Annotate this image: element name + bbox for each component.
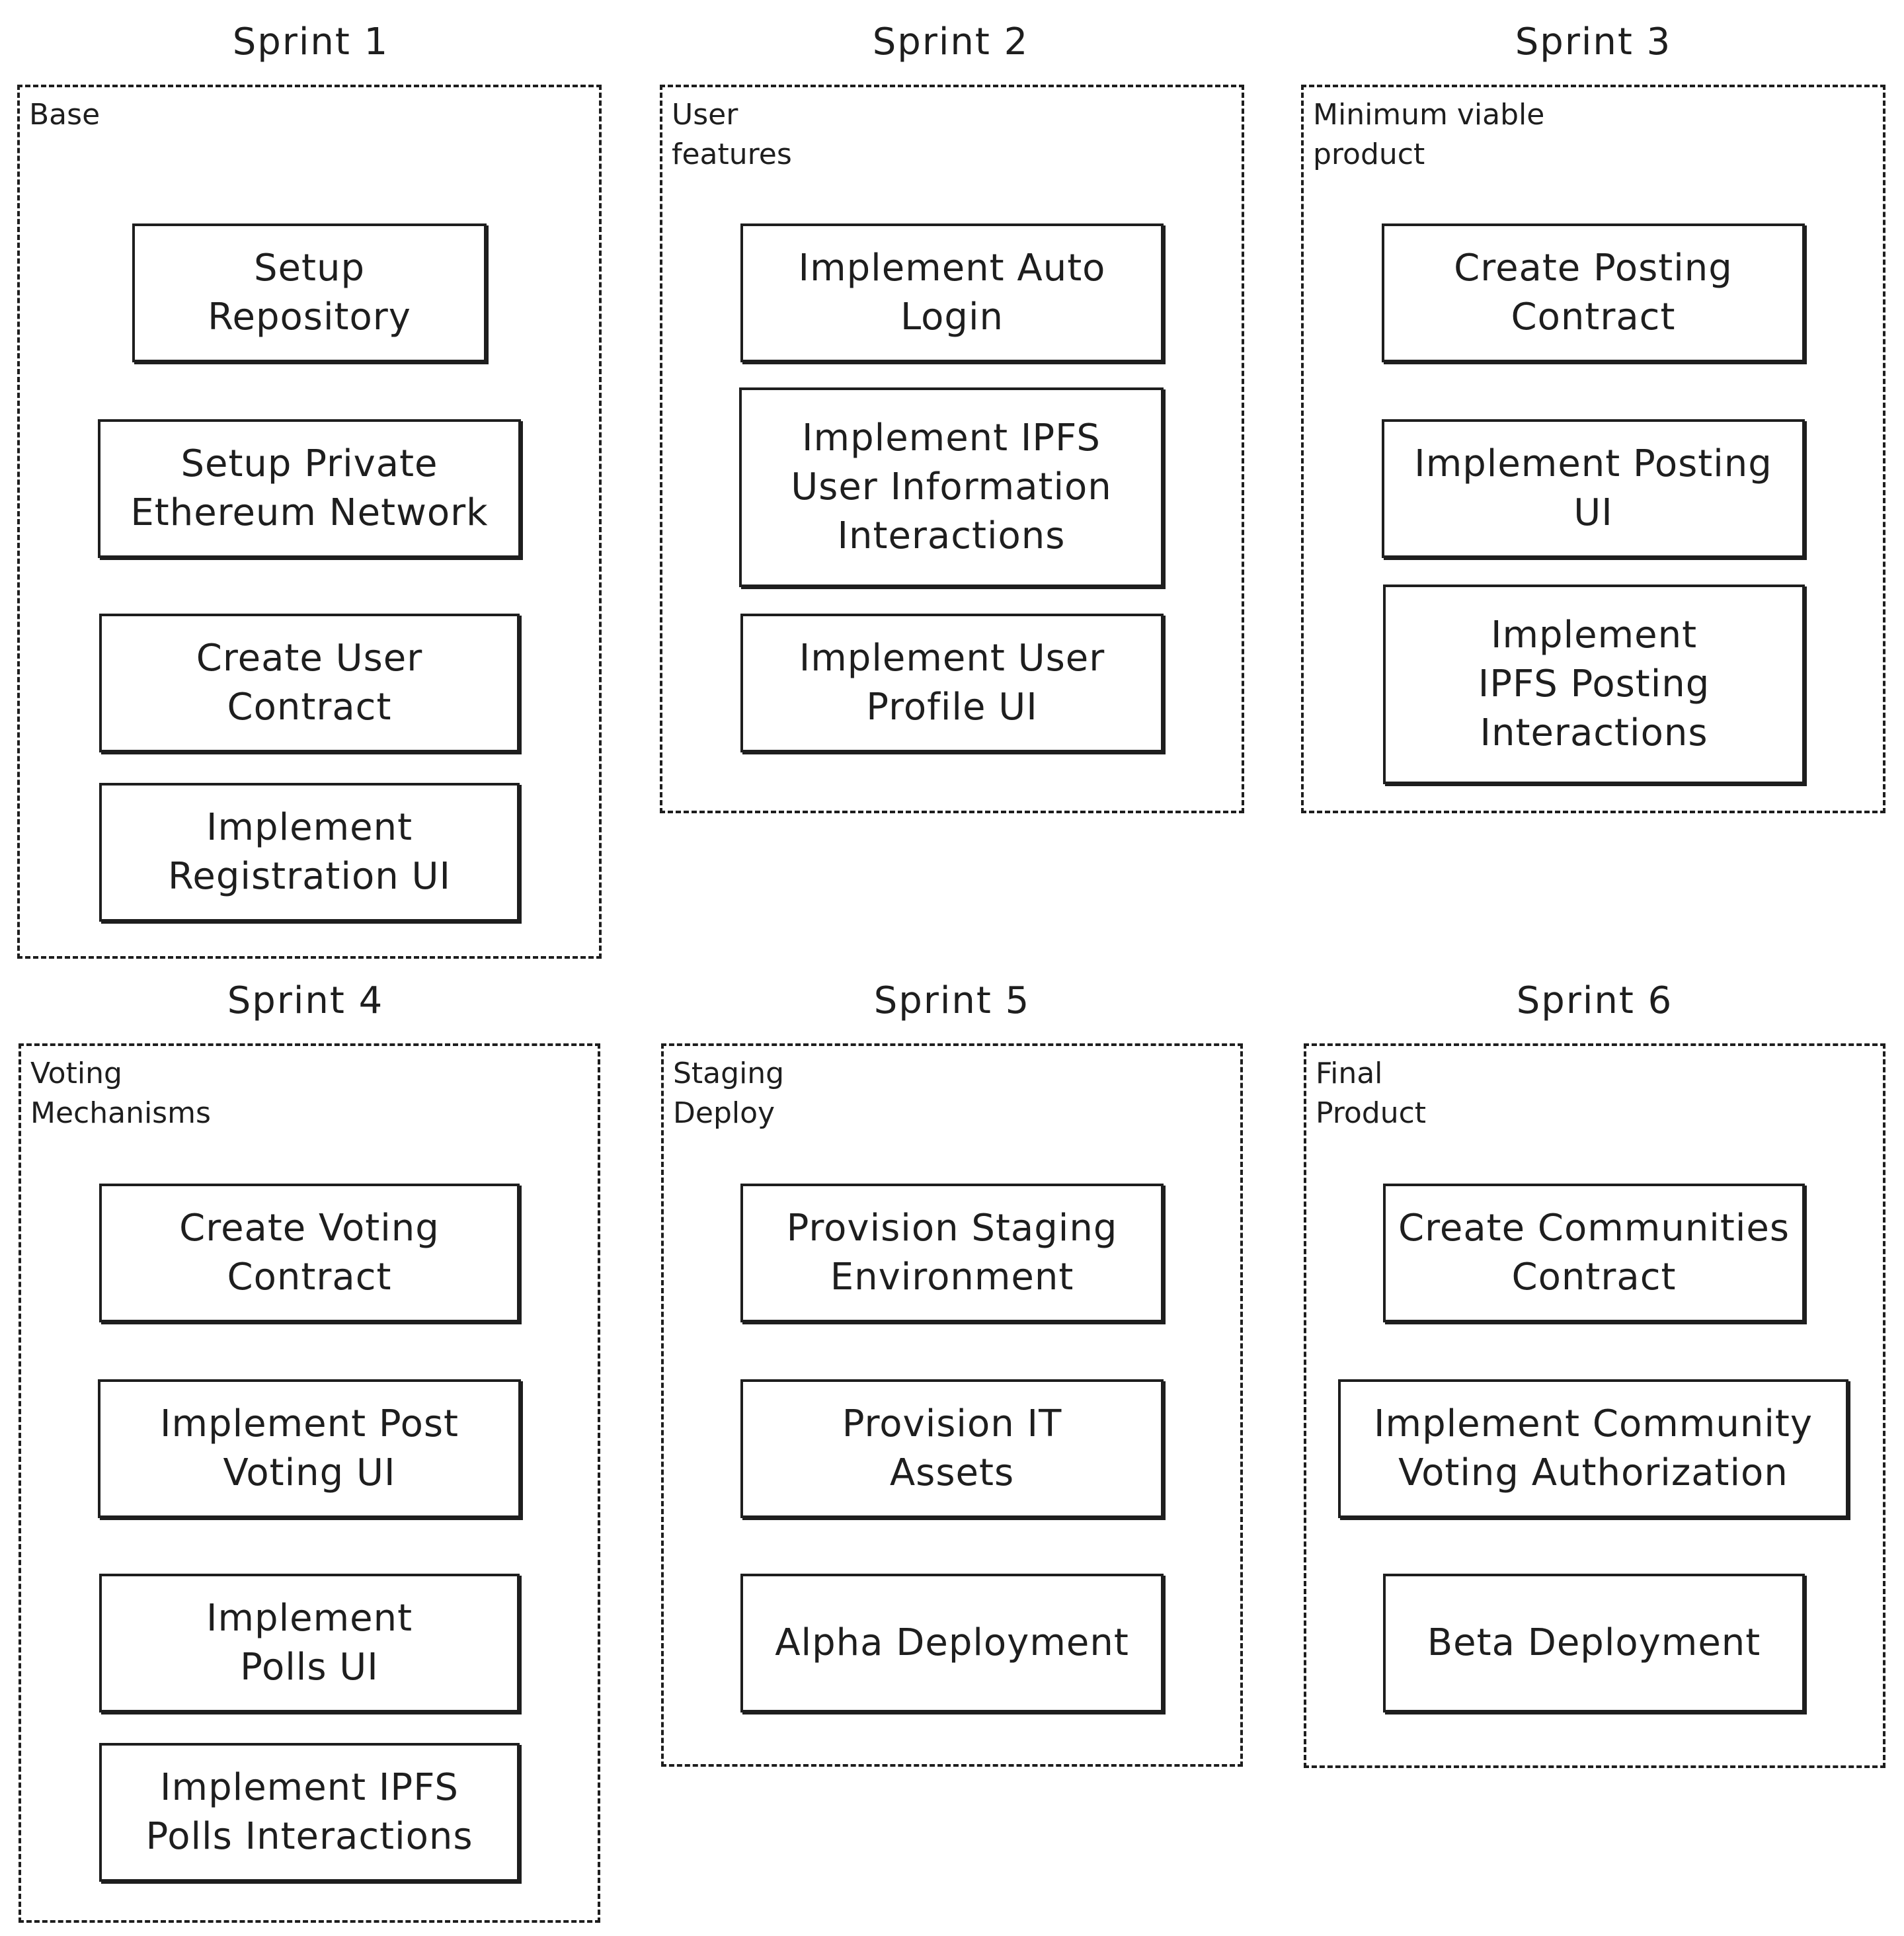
- task-implement-ipfs-user-information-interactions[interactable]: Implement IPFS User Information Interact…: [739, 387, 1164, 587]
- sprint-5-title: Sprint 5: [873, 979, 1031, 1022]
- task-create-voting-contract[interactable]: Create Voting Contract: [99, 1184, 520, 1322]
- task-label: Alpha Deployment: [775, 1621, 1129, 1664]
- sprint-2-label: User features: [672, 98, 792, 171]
- task-setup-private-ethereum-network[interactable]: Setup Private Ethereum Network: [98, 419, 521, 558]
- sprint-3-title: Sprint 3: [1515, 20, 1672, 63]
- sprint-2-frame[interactable]: User features: [660, 85, 1244, 813]
- sprint-4-title: Sprint 4: [227, 979, 384, 1022]
- task-implement-registration-ui[interactable]: Implement Registration UI: [99, 783, 520, 922]
- task-implement-user-profile-ui[interactable]: Implement User Profile UI: [740, 614, 1164, 752]
- task-label: Implement Auto Login: [798, 247, 1106, 339]
- task-alpha-deployment[interactable]: Alpha Deployment: [740, 1574, 1164, 1713]
- task-implement-ipfs-posting-interactions[interactable]: Implement IPFS Posting Interactions: [1383, 585, 1805, 784]
- sprint-5-label: Staging Deploy: [673, 1057, 785, 1130]
- sprint-1-frame[interactable]: Base: [17, 85, 602, 959]
- task-label: Create Posting Contract: [1454, 247, 1733, 339]
- sprint-5-frame[interactable]: Staging Deploy: [661, 1043, 1243, 1767]
- sprint-6-frame[interactable]: Final Product: [1304, 1043, 1885, 1768]
- task-create-user-contract[interactable]: Create User Contract: [99, 614, 520, 752]
- sprint-1-label: Base: [29, 98, 100, 132]
- sprint-6-label: Final Product: [1316, 1057, 1427, 1130]
- task-implement-polls-ui[interactable]: Implement Polls UI: [99, 1574, 520, 1713]
- task-implement-auto-login[interactable]: Implement Auto Login: [740, 223, 1164, 362]
- task-label: Implement IPFS Polls Interactions: [145, 1766, 473, 1858]
- task-implement-community-voting-authorization[interactable]: Implement Community Voting Authorization: [1338, 1379, 1848, 1518]
- task-label: Implement Registration UI: [168, 806, 451, 898]
- task-label: Implement Polls UI: [206, 1597, 413, 1689]
- task-label: Setup Private Ethereum Network: [130, 442, 489, 534]
- task-label: Create Communities Contract: [1398, 1207, 1790, 1299]
- task-implement-posting-ui[interactable]: Implement Posting UI: [1382, 419, 1805, 558]
- task-label: Provision IT Assets: [842, 1402, 1062, 1494]
- task-create-communities-contract[interactable]: Create Communities Contract: [1383, 1184, 1805, 1322]
- task-label: Beta Deployment: [1427, 1621, 1761, 1664]
- task-label: Implement User Profile UI: [799, 637, 1105, 729]
- sprint-4-frame[interactable]: Voting Mechanisms: [19, 1043, 600, 1923]
- sprint-4-label: Voting Mechanisms: [30, 1057, 211, 1130]
- task-setup-repository[interactable]: Setup Repository: [132, 223, 487, 362]
- task-label: Create User Contract: [196, 637, 423, 729]
- task-implement-post-voting-ui[interactable]: Implement Post Voting UI: [98, 1379, 521, 1518]
- task-provision-staging-environment[interactable]: Provision Staging Environment: [740, 1184, 1164, 1322]
- sprint-2-title: Sprint 2: [872, 20, 1029, 63]
- sprint-3-label: Minimum viable product: [1313, 98, 1545, 171]
- task-label: Implement Post Voting UI: [159, 1402, 459, 1494]
- task-label: Implement Community Voting Authorization: [1374, 1402, 1813, 1494]
- task-provision-it-assets[interactable]: Provision IT Assets: [740, 1379, 1164, 1518]
- task-create-posting-contract[interactable]: Create Posting Contract: [1382, 223, 1805, 362]
- task-label: Implement IPFS User Information Interact…: [791, 417, 1112, 557]
- task-label: Create Voting Contract: [179, 1207, 440, 1299]
- task-label: Setup Repository: [208, 247, 411, 339]
- task-label: Provision Staging Environment: [786, 1207, 1118, 1299]
- task-implement-ipfs-polls-interactions[interactable]: Implement IPFS Polls Interactions: [99, 1743, 520, 1882]
- sprint-1-title: Sprint 1: [232, 20, 389, 63]
- sprint-3-frame[interactable]: Minimum viable product: [1301, 85, 1885, 813]
- sprint-6-title: Sprint 6: [1516, 979, 1673, 1022]
- task-label: Implement Posting UI: [1414, 442, 1772, 534]
- task-beta-deployment[interactable]: Beta Deployment: [1383, 1574, 1805, 1713]
- task-label: Implement IPFS Posting Interactions: [1478, 614, 1710, 754]
